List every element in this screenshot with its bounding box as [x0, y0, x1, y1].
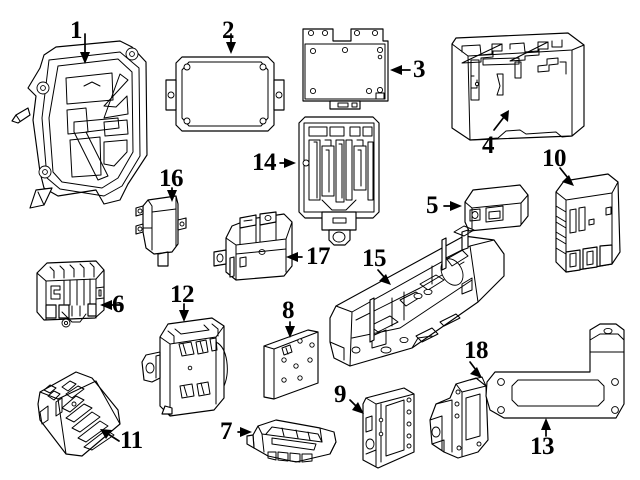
part-amplifier-module	[362, 387, 415, 469]
part-l-shaped-bracket	[485, 323, 625, 419]
part-angled-control-module	[555, 173, 621, 273]
callout-label-16: 16	[159, 165, 184, 192]
callout-label-13: 13	[530, 433, 555, 460]
callout-label-17: 17	[306, 243, 331, 270]
part-small-receiver-module	[464, 184, 529, 232]
callout-label-4: 4	[482, 132, 495, 159]
part-relay-block	[36, 260, 105, 328]
leader-lines	[80, 33, 574, 442]
callout-label-11: 11	[120, 427, 143, 454]
callout-label-18: 18	[464, 337, 489, 364]
callout-label-15: 15	[362, 245, 387, 272]
callout-label-5: 5	[426, 192, 439, 219]
callout-label-10: 10	[542, 145, 567, 172]
part-module-bracket-cover	[451, 32, 585, 141]
part-small-sensor-module	[135, 195, 187, 267]
part-flat-control-unit	[302, 28, 389, 110]
part-dual-relay-module	[213, 211, 293, 281]
part-mounting-plate	[263, 329, 319, 400]
part-actuator-module	[429, 376, 489, 459]
part-junction-control-module	[141, 317, 228, 417]
callout-label-7: 7	[220, 418, 233, 445]
part-body-control-module	[37, 371, 121, 457]
callout-label-8: 8	[282, 297, 295, 324]
callout-label-12: 12	[170, 281, 195, 308]
part-module-carrier-tray	[329, 225, 505, 367]
callout-label-2: 2	[222, 17, 235, 44]
callout-label-6: 6	[112, 291, 125, 318]
callout-label-3: 3	[413, 56, 426, 83]
callout-label-1: 1	[70, 17, 83, 44]
part-engine-control-module	[11, 40, 148, 209]
part-fuse-relay-box	[298, 116, 380, 246]
callout-label-14: 14	[252, 149, 277, 176]
callout-label-9: 9	[334, 381, 347, 408]
part-connector-housing	[246, 419, 337, 463]
part-radar-sensor-module	[165, 56, 285, 132]
